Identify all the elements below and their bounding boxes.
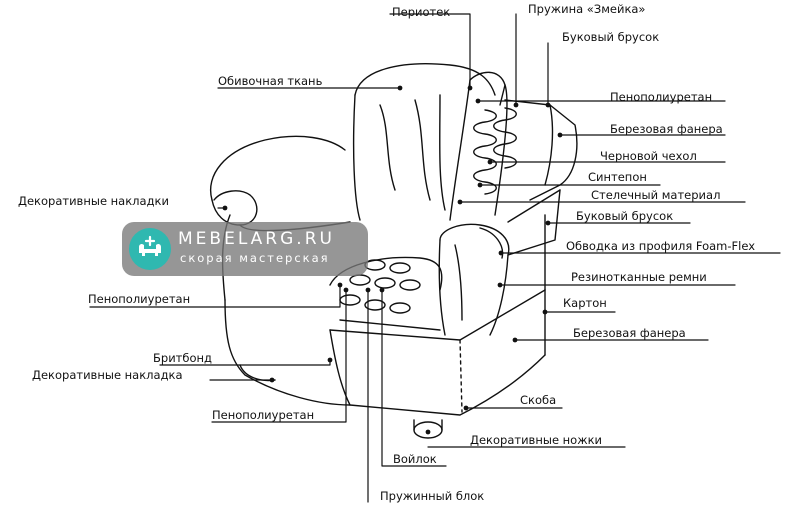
watermark-tagline: скорая мастерская <box>180 251 330 265</box>
label-pu-foam-bottom: Пенополиуретан <box>212 408 315 422</box>
label-staple: Скоба <box>520 393 557 407</box>
sofa-logo-icon <box>129 228 171 270</box>
label-britbond: Бритбонд <box>153 351 212 365</box>
label-birch-plywood-bottom: Березовая фанера <box>573 326 686 340</box>
marker-dots <box>222 85 563 435</box>
armchair-drawing <box>210 63 578 439</box>
label-felt: Войлок <box>393 452 437 466</box>
label-beech-bar-mid: Буковый брусок <box>576 209 674 223</box>
label-beech-bar-top: Буковый брусок <box>562 30 660 44</box>
label-cardboard: Картон <box>563 296 607 310</box>
label-spring-block: Пружинный блок <box>380 489 485 503</box>
label-sintepon: Синтепон <box>588 170 647 184</box>
leader-lines <box>89 13 781 503</box>
label-pu-foam-top: Пенополиуретан <box>610 90 713 104</box>
watermark-logo: MEBELARG.RU скорая мастерская <box>122 222 368 276</box>
watermark-name: MEBELARG.RU <box>178 229 335 249</box>
label-rubber-belts: Резинотканные ремни <box>571 270 707 284</box>
label-periotek: Периотек <box>392 5 451 19</box>
label-decor-pads-left: Декоративные накладки <box>18 194 169 208</box>
label-birch-plywood-top: Березовая фанера <box>610 122 723 136</box>
label-foamflex-edge: Обводка из профиля Foam-Flex <box>566 239 756 253</box>
label-decor-pad-bottom: Декоративные накладка <box>32 368 183 382</box>
label-decor-legs: Декоративные ножки <box>470 433 603 447</box>
label-rough-cover: Черновой чехол <box>600 149 697 163</box>
label-upholstery-fabric: Обивочная ткань <box>218 74 323 88</box>
label-pu-foam-left: Пенополиуретан <box>88 292 191 306</box>
label-stelechny: Стелечный материал <box>591 188 721 202</box>
label-spring-snake: Пружина «Змейка» <box>528 2 646 16</box>
